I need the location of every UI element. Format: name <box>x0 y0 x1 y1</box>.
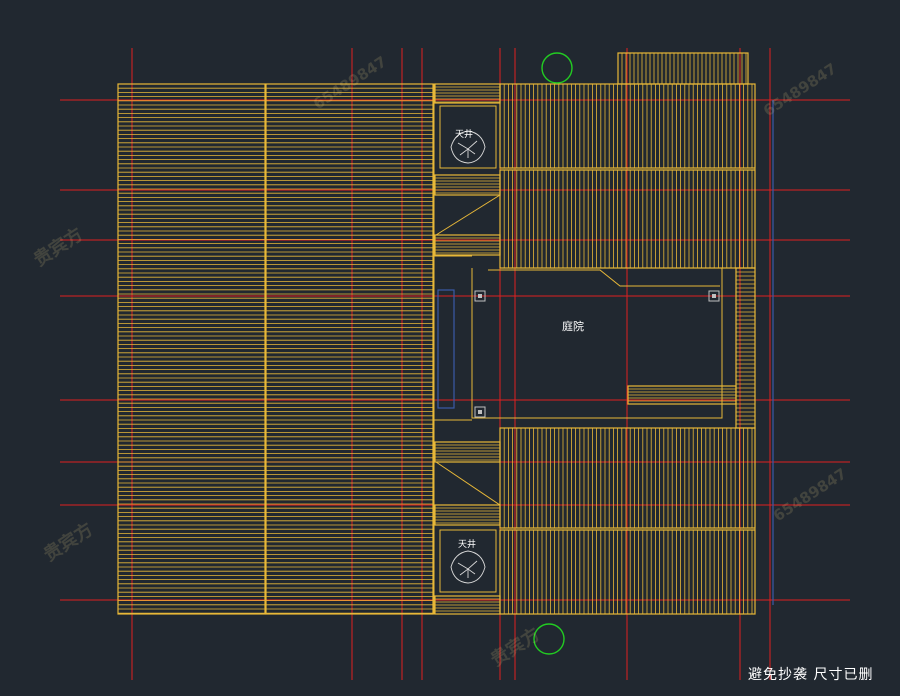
column-core <box>478 294 482 298</box>
plant-outline <box>450 550 486 584</box>
left-roof-east-slope <box>265 83 434 615</box>
plant-icon <box>450 130 486 164</box>
column-core <box>478 410 482 414</box>
courtyard-bench-roof <box>627 385 737 405</box>
tile-area-border <box>434 504 501 526</box>
tree-circle-icon <box>541 52 573 84</box>
column-square <box>474 406 486 418</box>
overall-outline <box>433 83 756 615</box>
tree-circle-icon <box>533 623 565 655</box>
plant-branches <box>457 140 478 158</box>
top-gable-roof <box>617 52 749 85</box>
column-marker <box>474 290 486 302</box>
tile-area-border <box>627 385 737 405</box>
column-square <box>474 290 486 302</box>
plant-icon <box>450 550 486 584</box>
bottom-tianjing-roof-strip <box>434 595 501 615</box>
column-square <box>708 290 720 302</box>
tile-area-border <box>434 174 501 196</box>
top-connector-triangle <box>435 194 501 236</box>
mid-top-connector-strip <box>434 174 501 196</box>
courtyard-top-edge <box>488 269 720 287</box>
drawing-features <box>437 52 774 655</box>
left-hall-outline <box>117 83 434 615</box>
column-core <box>712 294 716 298</box>
mid-top-connector-strip-2 <box>434 234 501 256</box>
top-right-roof-lower <box>499 169 756 269</box>
column-marker <box>474 406 486 418</box>
blue-bench-outline <box>437 289 455 409</box>
top-tianjing-outline <box>439 105 497 169</box>
tianjing-top-label: 天井 <box>455 130 474 140</box>
roof-tile-areas <box>117 52 756 615</box>
mid-bottom-connector-strip <box>434 441 501 463</box>
tile-area-border <box>617 52 749 85</box>
plant-branches <box>457 560 478 578</box>
bottom-connector-triangle <box>435 461 501 506</box>
right-corridor-roof <box>735 267 756 429</box>
courtyard-outline <box>471 268 723 419</box>
plant-outline <box>450 130 486 164</box>
tile-area-border <box>434 441 501 463</box>
bottom-tianjing-outline <box>439 529 497 593</box>
building-outlines <box>117 83 756 615</box>
courtyard-label: 庭院 <box>562 320 584 333</box>
tile-area-border <box>434 234 501 256</box>
column-marker <box>708 290 720 302</box>
mid-bottom-connector-strip-2 <box>434 504 501 526</box>
notice-text: 避免抄袭 尺寸已删 <box>748 667 874 683</box>
left-roof-west-slope <box>117 83 266 615</box>
tianjing-bottom-label: 天井 <box>458 540 477 550</box>
